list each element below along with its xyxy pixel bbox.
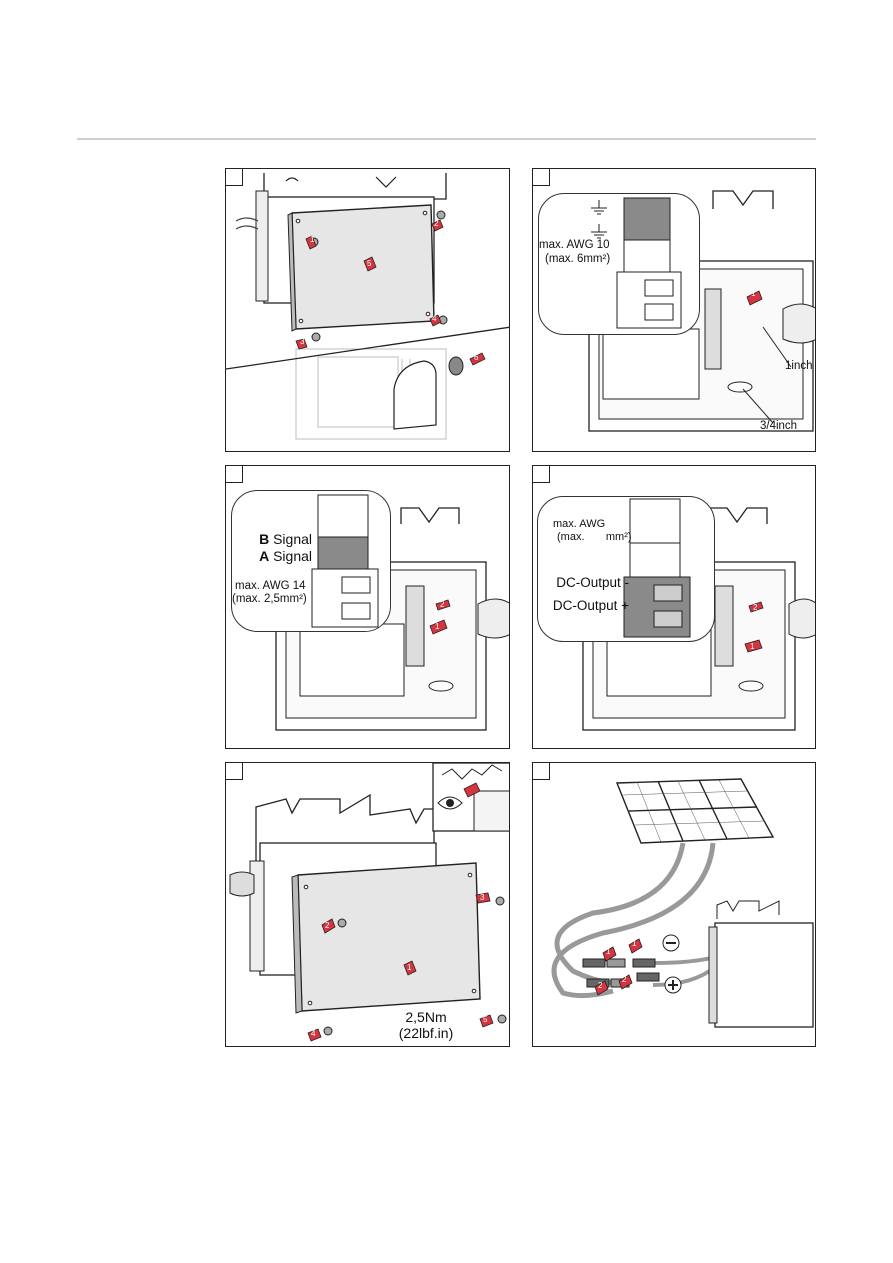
b-signal-label: B Signal bbox=[259, 531, 312, 547]
marker-label: 6 bbox=[474, 353, 479, 362]
terminal-callout bbox=[231, 490, 391, 632]
cover-plate bbox=[291, 862, 481, 1014]
step-panel-6: 1 1 2 2 bbox=[532, 762, 816, 1047]
marker-label: 1 bbox=[606, 947, 611, 956]
cover-plate bbox=[287, 204, 435, 332]
marker-label: 2 bbox=[440, 600, 445, 609]
marker-label: 4 bbox=[311, 1029, 316, 1038]
step-panel-4: max. AWG (max. mm²) DC-Output - DC-Outpu… bbox=[532, 465, 816, 749]
step-number-box bbox=[533, 169, 550, 186]
illustration-pv-module-connection bbox=[551, 778, 814, 1028]
wire-size-label: max. AWG 14 bbox=[235, 580, 306, 592]
header-divider bbox=[77, 138, 816, 140]
illustration-ground-connection bbox=[588, 190, 815, 432]
marker-label: 1 bbox=[632, 939, 637, 948]
ground-symbol-icon bbox=[591, 200, 607, 239]
marker-label: 3 bbox=[300, 337, 305, 346]
wire-size-label: max. AWG bbox=[553, 518, 606, 530]
marker-label: 5 bbox=[483, 1015, 488, 1024]
marker-label: 2 bbox=[325, 921, 330, 930]
hand-drawing bbox=[393, 360, 437, 430]
step-panel-1: 1 2 3 4 5 6 bbox=[225, 168, 510, 452]
marker-label: 2 bbox=[622, 975, 627, 984]
illustration-remove-cover bbox=[226, 173, 509, 440]
gland-3-4inch-label: 3/4inch bbox=[760, 420, 798, 432]
wire-size-metric-label: (max. 6mm²) bbox=[545, 253, 611, 265]
wire-size-metric-label: (max. mm²) bbox=[557, 531, 632, 543]
insert-arrows bbox=[744, 601, 764, 653]
marker-label: 2 bbox=[598, 981, 603, 990]
dc-output-plus-label: DC-Output + bbox=[552, 598, 629, 613]
step-number-box bbox=[226, 466, 243, 483]
inverter-box bbox=[708, 900, 814, 1028]
marker-label: 1 bbox=[750, 642, 755, 651]
terminal-callout bbox=[538, 193, 700, 335]
step-panel-3: B Signal A Signal max. AWG 14 (max. 2,5m… bbox=[225, 465, 510, 749]
torque-value-imperial: (22lbf.in) bbox=[398, 1025, 454, 1041]
insert-arrow bbox=[746, 290, 763, 306]
dc-output-minus-label: DC-Output - bbox=[556, 575, 629, 590]
plus-symbol-icon bbox=[664, 976, 682, 994]
minus-symbol-icon bbox=[662, 934, 680, 952]
marker-label: 1 bbox=[310, 235, 315, 244]
step-number-box bbox=[533, 466, 550, 483]
gland-1inch-label: 1inch bbox=[785, 360, 813, 372]
marker-label: 1 bbox=[751, 289, 756, 298]
torque-value: 2,5Nm bbox=[405, 1009, 447, 1025]
step-panel-5: 2,5Nm (22lbf.in) 1 2 3 4 5 bbox=[225, 762, 510, 1047]
marker-label: 1 bbox=[407, 963, 412, 972]
marker-label: 1 bbox=[435, 622, 440, 631]
terminal-callout bbox=[537, 496, 715, 642]
wire-size-label: max. AWG 10 bbox=[539, 239, 610, 251]
marker-label: 4 bbox=[432, 314, 437, 323]
marker-label: 2 bbox=[434, 219, 439, 228]
insert-arrows bbox=[429, 599, 451, 635]
marker-label: 5 bbox=[367, 259, 372, 268]
marker-label: 2 bbox=[753, 603, 758, 612]
illustration-close-cover bbox=[229, 763, 509, 1042]
wire-size-metric-label: (max. 2,5mm²) bbox=[232, 593, 307, 605]
step-number-box bbox=[226, 763, 243, 780]
connect-arrows bbox=[594, 938, 643, 996]
marker-label: 3 bbox=[480, 893, 485, 902]
step-number-box bbox=[226, 169, 243, 186]
install-arrows bbox=[307, 892, 494, 1042]
solar-panel-icon bbox=[615, 778, 775, 844]
a-signal-label: A Signal bbox=[259, 548, 312, 564]
eye-icon bbox=[437, 796, 463, 810]
removal-arrows bbox=[295, 219, 486, 366]
step-number-box bbox=[533, 763, 550, 780]
step-panel-2: max. AWG 10 (max. 6mm²) 1inch 3/4inch 1 bbox=[532, 168, 816, 452]
